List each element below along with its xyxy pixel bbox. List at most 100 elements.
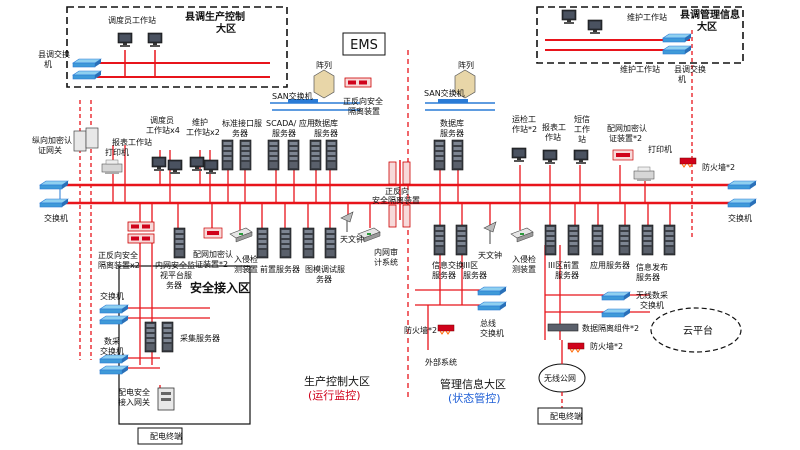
- firewall-bottom-label: 防火墙*2: [590, 341, 623, 351]
- firewall-right-label: 防火墙*2: [702, 162, 735, 172]
- firewall-right-icon: [679, 157, 697, 168]
- switch-right-icon: [727, 180, 757, 190]
- graph-server-label: 图模调试服: [305, 264, 345, 274]
- county-switch-left-icon: [72, 70, 102, 80]
- array-left-label: 阵列: [316, 60, 332, 70]
- county-switch-right-icon: [662, 33, 692, 43]
- grid-auth-left-label: 配网加密认: [193, 249, 233, 259]
- intranet-sec-label: 内网安全监: [155, 260, 195, 270]
- county-switch-left-label: 县调交换: [38, 49, 70, 59]
- external-system-label: 外部系统: [425, 357, 457, 367]
- clock-left-icon: [340, 211, 354, 232]
- bus-switch-icon: [477, 301, 507, 311]
- county-control-title-2: 大区: [216, 22, 236, 35]
- ems-box: [342, 32, 386, 56]
- county-mgmt-zone-box: [536, 6, 744, 64]
- management-zone-subtitle: (状态管控): [448, 391, 501, 405]
- db-server-right-label-2: 服务器: [440, 128, 464, 138]
- graph-server-icon: [324, 227, 337, 259]
- ids-right-icon: [510, 227, 534, 243]
- db-server-left-icon: [325, 139, 338, 171]
- printer-right-icon: [633, 166, 655, 182]
- info-publish-server-icon: [618, 224, 631, 256]
- intranet-sec-label-2: 视平台服: [160, 270, 192, 280]
- data-isolation-icon: [547, 323, 579, 332]
- zone3-front-server-icon: [567, 224, 580, 256]
- report-ws-right-label: 报表工: [542, 122, 566, 132]
- iso-center-label: 正反向: [385, 186, 409, 196]
- county-switch-left-label-2: 机: [44, 59, 52, 69]
- firewall-bottom-icon: [567, 342, 585, 353]
- wireless-network-label: 无线公网: [544, 373, 576, 383]
- info-exchange-server-icon: [433, 224, 446, 256]
- front-server-icon: [279, 227, 292, 259]
- maint-ws-label-2: 工作站x2: [186, 127, 220, 137]
- zone3-server-icon: [455, 224, 468, 256]
- county-mgmt-title: 县调管理信息: [680, 8, 740, 21]
- disp-ws-label-2: 工作站x4: [146, 125, 180, 135]
- zone3b-label-2: 服务器: [555, 270, 579, 280]
- dispatcher-ws-top-label: 调度员工作站: [108, 15, 156, 25]
- audit-label-2: 计系统: [374, 257, 398, 267]
- auth-gw-label-2: 证网关: [38, 145, 62, 155]
- switch-left-icon: [39, 180, 69, 190]
- info-pub-label: 信息发布: [636, 262, 668, 272]
- grid-auth-left-icon: [203, 227, 223, 239]
- db-server-left-label: 数据库: [314, 118, 338, 128]
- sms-ws-label: 短信: [574, 114, 590, 124]
- switch-left-icon: [39, 198, 69, 208]
- isolation-device-left-icon: [127, 221, 155, 232]
- grid-auth-right-label-2: 证装置*2: [609, 133, 642, 143]
- bus-switch-label-2: 交换机: [480, 328, 504, 338]
- iso-left-label-2: 隔离装置x2: [98, 260, 140, 270]
- db-server-left-icon: [309, 139, 322, 171]
- printer-right-label: 打印机: [648, 144, 672, 154]
- report-ws-right-label-2: 作站: [545, 132, 561, 142]
- wireless-switch-label-2: 交换机: [640, 300, 664, 310]
- switch-right-icon: [727, 198, 757, 208]
- terminal-left-label: 配电终端: [150, 431, 182, 441]
- production-zone-subtitle: (运行监控): [308, 388, 361, 402]
- collect-server-label: 采集服务器: [180, 333, 220, 343]
- dispatcher-workstation-icon: [147, 32, 163, 48]
- front-server-icon: [256, 227, 269, 259]
- app-server-label: 应用服务器: [590, 260, 630, 270]
- county-switch-right-label-2: 机: [678, 74, 686, 84]
- grid-gateway-icon: [157, 387, 175, 411]
- isolation-device-left-icon: [127, 233, 155, 244]
- zone3b-label: III区前置: [548, 260, 579, 270]
- cloud-platform-label: 云平台: [683, 324, 713, 337]
- grid-gw-label-2: 接入网关: [118, 397, 150, 407]
- security-access-zone-box: [118, 265, 251, 425]
- db-server-left-label-2: 服务器: [314, 128, 338, 138]
- db-server-right-icon: [433, 139, 446, 171]
- sec-switch-icon: [99, 315, 129, 325]
- clock-right-icon: [483, 221, 497, 244]
- ids-left-label-2: 测装置: [234, 264, 258, 274]
- std-iface-label-2: 务器: [232, 128, 248, 138]
- clock-right-label: 天文钟: [478, 250, 502, 260]
- info-publish-server-icon: [641, 224, 654, 256]
- security-access-title: 安全接入区: [190, 280, 250, 295]
- zone3-label-2: 服务器: [463, 270, 487, 280]
- management-zone-title: 管理信息大区: [440, 377, 506, 391]
- sec-switch-label: 交换机: [100, 291, 124, 301]
- cloud-platform-ellipse: [650, 307, 742, 353]
- zone3-label: III区: [463, 261, 478, 270]
- county-switch-right-icon: [662, 45, 692, 55]
- grid-auth-left-label-2: 证装置*2: [195, 259, 228, 269]
- san-switch-right-icon: [438, 99, 468, 103]
- ids-left-icon: [229, 227, 253, 243]
- collect-switch-icon: [99, 365, 129, 375]
- maint-ws-label: 维护: [192, 117, 208, 127]
- clock-left-label: 天文钟: [340, 234, 364, 244]
- dispatcher-workstation-icon: [151, 156, 167, 172]
- san-switch-right-label: SAN交换机: [424, 88, 465, 98]
- db-server-right-label: 数据库: [440, 118, 464, 128]
- printer-left-label: 打印机: [105, 147, 129, 157]
- collect-server-icon: [144, 321, 157, 353]
- intranet-sec-label-3: 务器: [166, 280, 182, 290]
- terminal-left-box: [137, 427, 183, 445]
